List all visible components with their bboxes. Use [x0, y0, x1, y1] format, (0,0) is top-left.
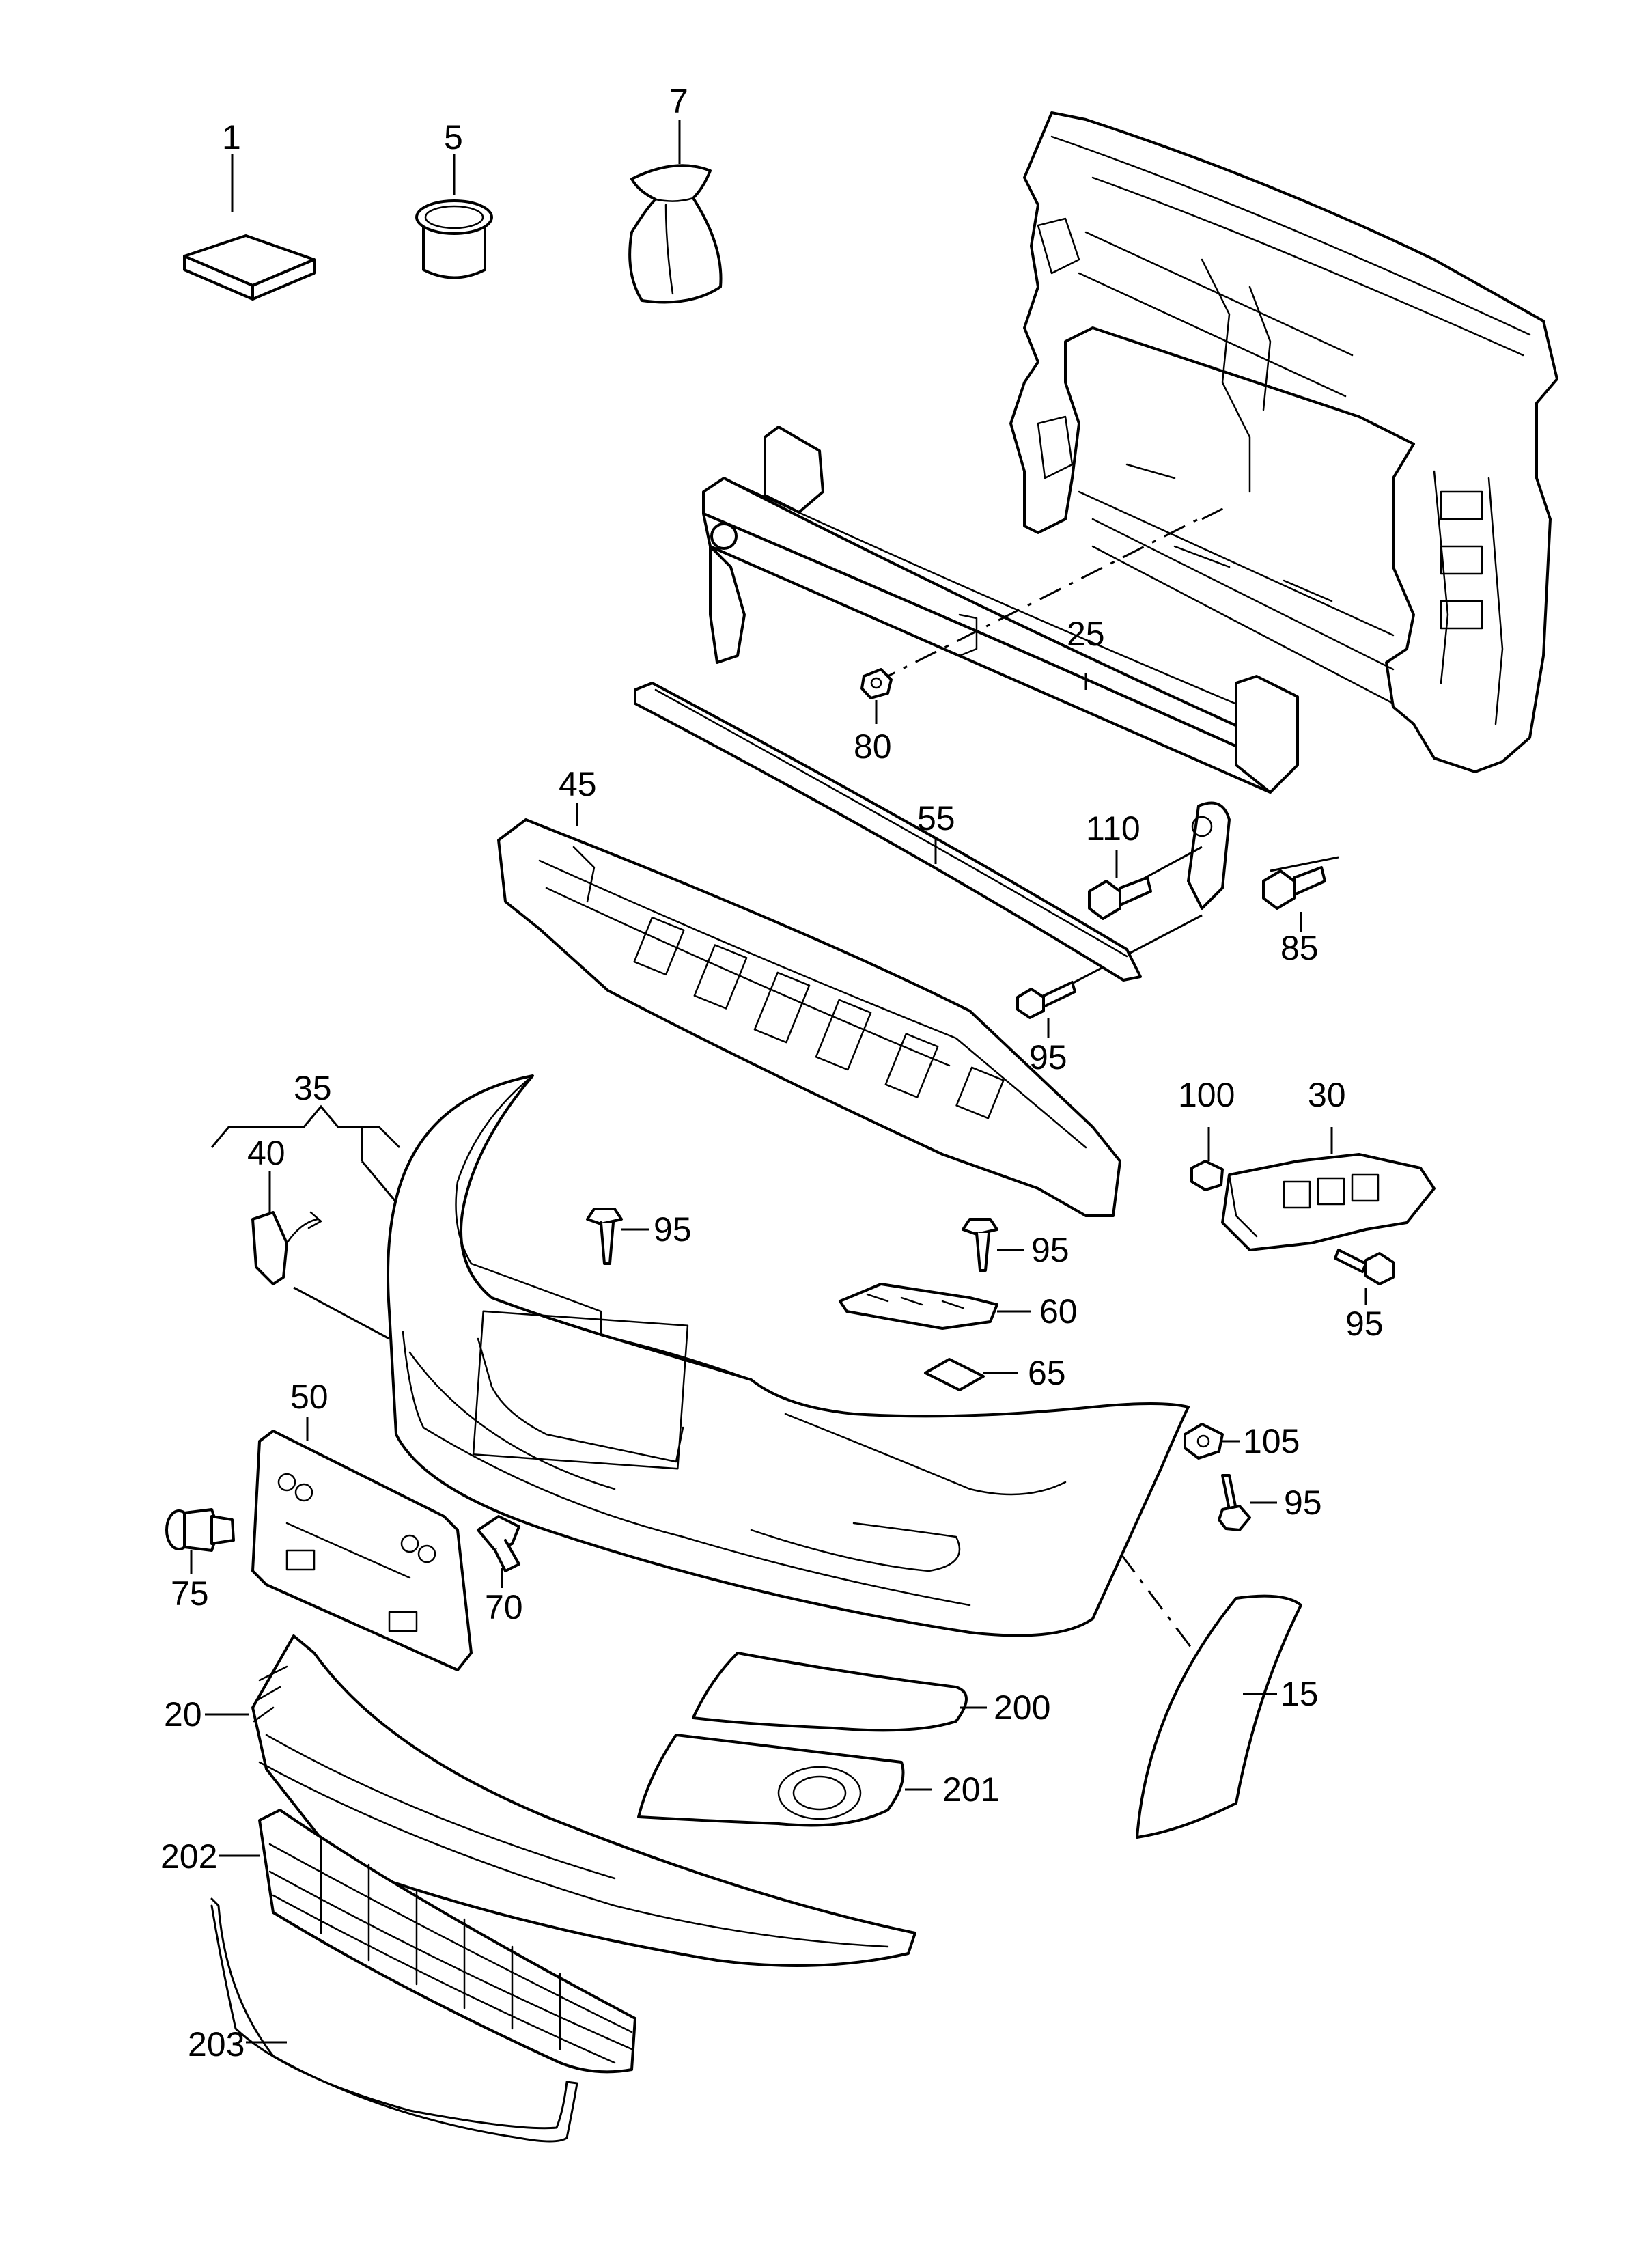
- part-25-reinforcement-beam: [702, 426, 1299, 910]
- label-55: 55: [917, 799, 955, 837]
- part-60-guide: [839, 1283, 998, 1330]
- label-110: 110: [1086, 809, 1140, 848]
- label-70: 70: [485, 1588, 523, 1626]
- part-70-rivet: [477, 1515, 520, 1572]
- part-75-rivet: [165, 1508, 235, 1552]
- label-95-d: 95: [1345, 1305, 1384, 1343]
- label-95-a: 95: [1029, 1038, 1067, 1076]
- label-80: 80: [854, 727, 892, 766]
- label-45: 45: [559, 765, 597, 803]
- part-30-bracket: [1221, 1153, 1436, 1251]
- label-95-e: 95: [1284, 1484, 1322, 1522]
- label-1: 1: [222, 118, 241, 156]
- label-60: 60: [1039, 1292, 1078, 1331]
- label-203: 203: [188, 2025, 244, 2063]
- part-7-bag: [628, 164, 723, 304]
- label-100: 100: [1178, 1076, 1235, 1114]
- part-80-nut: [860, 668, 893, 699]
- part-201-fog-trim: [637, 1734, 905, 1827]
- part-55-strip: [634, 682, 1142, 982]
- part-1-pad: [183, 234, 316, 301]
- label-50: 50: [290, 1378, 328, 1416]
- part-202-grille: [258, 1809, 636, 2074]
- part-50-plate-bracket: [251, 1430, 473, 1671]
- part-65-pad: [924, 1358, 985, 1391]
- part-105-clip: [1184, 1423, 1224, 1460]
- bracket-35: [210, 1104, 401, 1203]
- label-30: 30: [1308, 1076, 1346, 1114]
- part-110-bolt: [1088, 876, 1152, 920]
- part-95-screw-b: [586, 1208, 623, 1265]
- label-5: 5: [444, 118, 463, 156]
- label-201: 201: [942, 1770, 999, 1809]
- part-5-cap: [415, 199, 493, 279]
- label-7: 7: [669, 82, 688, 120]
- part-95-screw-c: [962, 1218, 998, 1272]
- label-20: 20: [164, 1695, 202, 1734]
- part-40-cap: [251, 1211, 322, 1285]
- part-200-trim: [692, 1652, 968, 1732]
- label-85: 85: [1280, 929, 1319, 967]
- label-65: 65: [1028, 1354, 1066, 1392]
- label-25: 25: [1067, 615, 1105, 653]
- label-202: 202: [160, 1837, 217, 1876]
- label-95-c: 95: [1031, 1231, 1069, 1269]
- label-15: 15: [1280, 1675, 1319, 1713]
- part-95-screw-d: [1334, 1249, 1395, 1285]
- radiator-support-frame: [1009, 111, 1558, 773]
- label-35: 35: [294, 1069, 332, 1107]
- assembly-line-15: [1091, 1516, 1196, 1654]
- part-15-trim: [1136, 1594, 1302, 1839]
- part-95-screw-e: [1218, 1474, 1251, 1531]
- part-45-absorber: [497, 818, 1121, 1217]
- label-200: 200: [994, 1688, 1050, 1727]
- label-105: 105: [1243, 1422, 1300, 1460]
- assembly-line-80: [873, 518, 1199, 684]
- part-20-spoiler: [251, 1634, 916, 1967]
- part-203-strip: [210, 1897, 578, 2143]
- label-75: 75: [171, 1574, 209, 1613]
- label-95-b: 95: [654, 1210, 692, 1249]
- part-95-screw-a: [1016, 981, 1076, 1019]
- assembly-line-frame: [1201, 504, 1230, 520]
- part-100-clip: [1190, 1160, 1224, 1191]
- part-85-bolt: [1262, 866, 1326, 910]
- label-40: 40: [247, 1134, 285, 1172]
- bumper-cover: [387, 1074, 1190, 1637]
